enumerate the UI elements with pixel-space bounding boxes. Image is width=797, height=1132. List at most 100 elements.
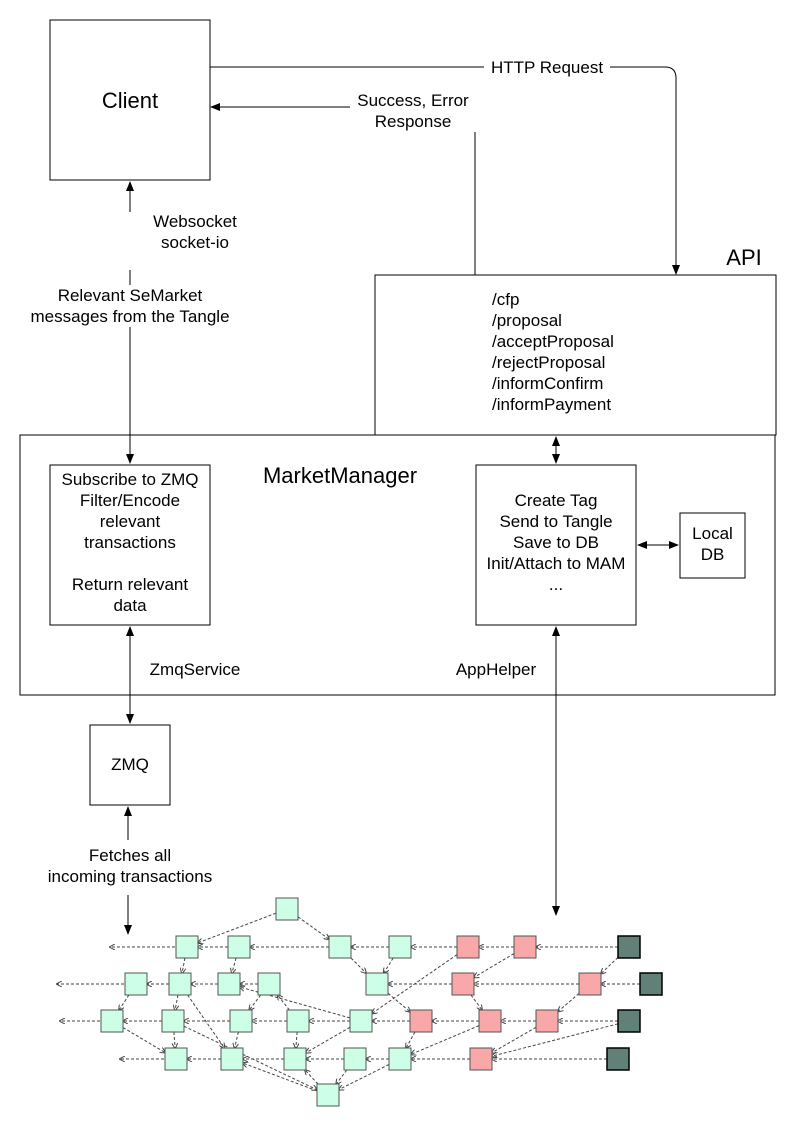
tangle-edge: [305, 1070, 319, 1085]
zmq-service-text-line: Subscribe to ZMQ: [61, 470, 199, 489]
relevant-messages-label: Relevant SeMarket messages from the Tang…: [20, 285, 240, 327]
tangle-edge: [350, 957, 366, 973]
pending-transaction-node: [409, 1009, 433, 1033]
tangle-edge: [306, 1026, 351, 1052]
local-db-line-2: DB: [700, 545, 725, 564]
tip-transaction-node: [606, 1047, 630, 1071]
confirmed-transaction-node: [161, 1009, 185, 1033]
tangle-edge: [384, 957, 394, 973]
api-endpoint-line: /informPayment: [492, 395, 612, 414]
tangle-nodes: [100, 897, 663, 1107]
zmq-service-text-line: [50, 553, 210, 574]
confirmed-transaction-node: [168, 972, 192, 996]
confirmed-transaction-node: [316, 1083, 340, 1107]
pending-transaction-node: [469, 1047, 493, 1071]
confirmed-transaction-node: [275, 897, 299, 921]
tangle-edge: [249, 994, 262, 1010]
tangle-edge: [243, 1063, 318, 1092]
app-helper-label: AppHelper: [455, 660, 537, 679]
confirmed-transaction-node: [328, 935, 352, 959]
tangle-edge: [278, 995, 290, 1011]
api-endpoint-list: /cfp/proposal/acceptProposal/rejectPropo…: [492, 289, 614, 415]
http-request-label: HTTP Request: [484, 57, 610, 78]
confirmed-transaction-node: [229, 1009, 253, 1033]
relevant-messages-line-2: messages from the Tangle: [30, 307, 230, 326]
confirmed-transaction-node: [388, 935, 412, 959]
app-helper-text-line: Save to DB: [513, 533, 599, 552]
zmq-service-text-line: relevant: [99, 512, 161, 531]
confirmed-transaction-node: [220, 1047, 244, 1071]
websocket-label: Websocket socket-io: [130, 211, 260, 253]
tangle-edge: [372, 954, 458, 1014]
tangle-edge: [387, 992, 410, 1012]
tangle-edge: [474, 953, 515, 978]
tangle-edge: [122, 1027, 165, 1053]
confirmed-transaction-node: [343, 1047, 367, 1071]
confirmed-transaction-node: [257, 972, 281, 996]
api-title: API: [726, 245, 762, 270]
fetches-label: Fetches all incoming transactions: [30, 845, 230, 887]
tangle-edge: [492, 1023, 619, 1056]
app-helper-text-line: Create Tag: [514, 491, 598, 510]
api-box: [374, 274, 777, 436]
response-line-2: Response: [374, 112, 452, 131]
client-box: [49, 19, 211, 181]
tangle-edge: [235, 1031, 239, 1048]
zmq-service-box: [49, 464, 211, 626]
pending-transaction-node: [451, 972, 475, 996]
confirmed-transaction-node: [227, 935, 251, 959]
websocket-line-1: Websocket: [153, 212, 237, 231]
zmq-label: ZMQ: [111, 755, 149, 774]
tip-transaction-node: [617, 1009, 641, 1033]
confirmed-transaction-node: [349, 1009, 373, 1033]
fetches-line-2: incoming transactions: [47, 867, 213, 886]
zmq-box: [89, 724, 171, 806]
pending-transaction-node: [478, 1009, 502, 1033]
tangle-edge: [183, 1025, 317, 1089]
tangle-edge: [406, 1031, 416, 1048]
zmq-service-text-line: data: [113, 596, 147, 615]
tangle-edge: [470, 994, 482, 1010]
tangle-edge: [339, 1064, 390, 1090]
confirmed-transaction-node: [286, 1009, 310, 1033]
local-db-box: [679, 512, 746, 579]
confirmed-transaction-node: [100, 1009, 124, 1033]
tangle-edge: [336, 1069, 348, 1084]
tip-transaction-node: [639, 972, 663, 996]
app-helper-text-line: Init/Attach to MAM: [486, 554, 626, 573]
market-manager-title: MarketManager: [262, 463, 418, 488]
tangle-edge: [601, 957, 619, 973]
client-label: Client: [101, 88, 159, 113]
zmq-service-label: ZmqService: [149, 660, 241, 679]
confirmed-transaction-node: [283, 1047, 307, 1071]
pending-transaction-node: [513, 935, 537, 959]
api-endpoint-line: /cfp: [492, 290, 520, 309]
websocket-line-2: socket-io: [160, 233, 230, 252]
tangle-edge: [187, 994, 225, 1048]
tangle-edge: [232, 957, 237, 973]
app-helper-box: [475, 464, 637, 626]
tangle-edge: [411, 1025, 480, 1055]
tangle-edge: [175, 994, 178, 1010]
confirmed-transaction-node: [388, 1047, 412, 1071]
tangle-edge: [198, 912, 277, 943]
tangle-edge: [558, 993, 580, 1011]
confirmed-transaction-node: [164, 1047, 188, 1071]
local-db-label: Local DB: [680, 523, 745, 565]
fetches-line-1: Fetches all: [88, 846, 172, 865]
confirmed-transaction-node: [175, 935, 199, 959]
local-db-line-1: Local: [692, 524, 733, 543]
api-endpoint-line: /rejectProposal: [492, 353, 606, 372]
pending-transaction-node: [535, 1009, 559, 1033]
pending-transaction-node: [456, 935, 480, 959]
zmq-service-text-line: Filter/Encode: [79, 491, 181, 510]
tangle-edge: [297, 916, 329, 939]
http-request-arrow: [210, 66, 680, 275]
tangle-edges: [57, 912, 640, 1092]
confirmed-transaction-node: [365, 972, 389, 996]
tangle-edge: [182, 957, 185, 973]
relevant-messages-line-1: Relevant SeMarket: [57, 286, 203, 305]
app-helper-text-line: ...: [548, 575, 564, 594]
